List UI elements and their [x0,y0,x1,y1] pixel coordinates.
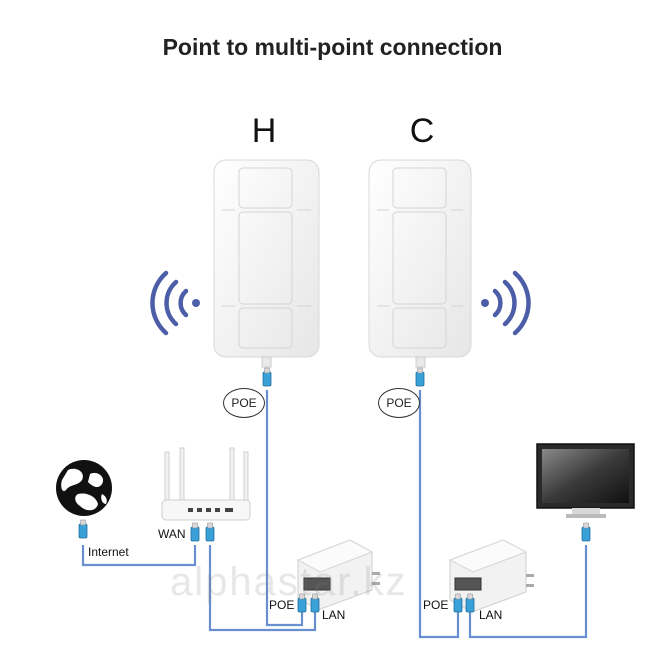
cable-poe-right-to-monitor [468,545,588,639]
cpe-c-label: C [409,112,435,150]
wifi-signal-icon [150,270,200,336]
rj45-connector-icon [190,522,200,542]
watermark: alphastar.kz [170,560,408,604]
rj45-connector-icon [78,519,88,539]
cable-cpe-c-to-poe-right [418,390,460,639]
cpe-device-h [213,159,320,368]
cpe-device-c [368,159,472,368]
cpe-h-label: H [251,112,277,150]
poe-left-adapter-label: POE [269,598,295,612]
cables [81,390,588,639]
poe-adapter-icon-left [296,539,380,611]
lan-right-adapter-label: LAN [479,608,503,622]
wan-label: WAN [158,527,186,541]
cable-internet-to-router [81,545,197,567]
poe-bubble-right: POE [378,388,420,418]
rj45-connector-icon [415,367,425,387]
rj45-connector-icon [205,522,215,542]
internet-label: Internet [88,545,129,559]
page-title: Point to multi-point connection [162,34,503,60]
globe-icon [56,460,112,516]
router-icon [161,447,251,521]
cable-router-to-poe-left [208,545,317,632]
lan-left-adapter-label: LAN [322,608,346,622]
rj45-connector-icon [262,367,272,387]
rj45-connector-icon [581,522,591,542]
poe-adapter-icon-right [448,539,534,613]
poe-right-adapter-label: POE [423,598,449,612]
poe-bubble-left: POE [223,388,265,418]
wifi-signal-icon [481,270,531,336]
cable-cpe-h-to-poe-left [265,390,304,627]
monitor-icon [536,443,635,518]
